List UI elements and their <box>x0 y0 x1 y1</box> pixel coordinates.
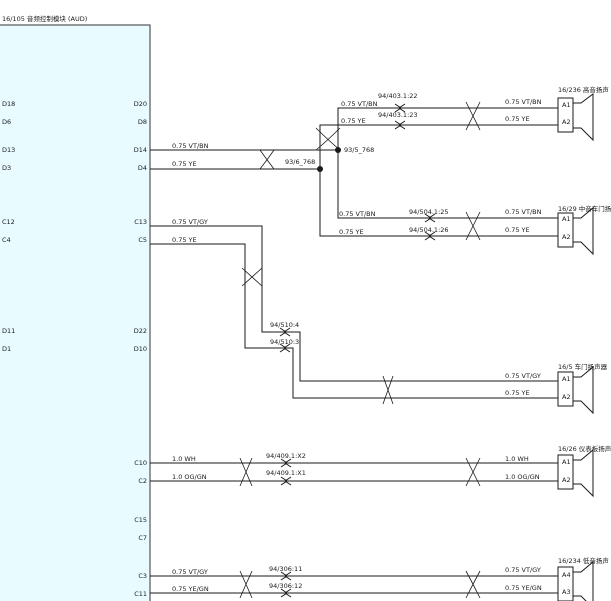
module-pin-left: D1 <box>2 345 11 353</box>
module-pin-left: D18 <box>2 100 15 108</box>
module-pin-right: C13 <box>134 218 147 226</box>
wire-group-dash-speaker <box>150 457 558 487</box>
speaker-pin: A1 <box>562 375 571 383</box>
splice-label: 93/5_768 <box>344 146 374 154</box>
module-pin-left: D11 <box>2 327 15 335</box>
wire-label: 0.75 VT/BN <box>505 208 542 216</box>
wire-label: 0.75 YE <box>341 117 366 125</box>
wire-label: 0.75 VT/BN <box>505 98 542 106</box>
module-title: 16/105 音频控制模块 (AUD) <box>2 14 87 23</box>
connector-label: 94/510:3 <box>270 338 299 346</box>
module-pin-right: D10 <box>134 345 147 353</box>
speaker-pin: A4 <box>562 571 571 579</box>
speaker-pin: A1 <box>562 458 571 466</box>
wire-label: 0.75 VT/GY <box>505 372 541 380</box>
wire-label: 0.75 VT/BN <box>339 210 376 218</box>
speaker-pin: A2 <box>562 393 571 401</box>
connector-label: 94/510:4 <box>270 321 299 329</box>
speaker-title: 16/236 高音扬声 <box>558 85 609 94</box>
wire-label: 0.75 VT/GY <box>172 568 208 576</box>
speaker-dashboard: 16/26 仪表板扬声 A1 A2 <box>557 444 611 498</box>
connector-label: 94/409.1:X1 <box>266 469 306 477</box>
speaker-pin: A2 <box>562 118 571 126</box>
module-pin-right: C2 <box>138 477 147 485</box>
connector-label: 94/306:11 <box>269 565 302 573</box>
wire-label: 1.0 OG/GN <box>505 473 540 481</box>
module-pin-right: C15 <box>134 516 147 524</box>
speaker-title: 16/26 仪表板扬声 <box>558 444 611 453</box>
wire-label: 1.0 WH <box>172 455 196 463</box>
connector-label: 94/403.1:23 <box>378 111 418 119</box>
connector-label: 94/504.1:25 <box>409 208 449 216</box>
module-pin-right: D14 <box>134 146 147 154</box>
wire-label: 0.75 YE <box>505 389 530 397</box>
speaker-pin: A1 <box>562 215 571 223</box>
speaker-pin: A2 <box>562 476 571 484</box>
wire-label: 0.75 YE <box>172 236 197 244</box>
module-pin-left: D13 <box>2 146 15 154</box>
wire-label: 0.75 VT/GY <box>505 566 541 574</box>
module-pin-right: D8 <box>138 118 147 126</box>
wire-label: 0.75 YE <box>505 115 530 123</box>
speaker-door: 16/5 车门扬声器 A1 A2 <box>557 362 608 415</box>
speaker-front-tweeter: 16/236 高音扬声 A1 A2 <box>557 85 609 142</box>
wire-label: 0.75 YE <box>505 226 530 234</box>
wire-group-door-speaker <box>150 225 558 405</box>
wire-group-front-tweeter <box>150 101 558 241</box>
speaker-pin: A1 <box>562 101 571 109</box>
speaker-pin: A3 <box>562 588 571 596</box>
wire-label: 0.75 VT/BN <box>341 100 378 108</box>
connector-label: 94/306:12 <box>269 582 302 590</box>
speaker-subwoofer: 16/234 低音扬声 A4 A3 <box>557 556 609 601</box>
splice-label: 93/6_768 <box>285 158 315 166</box>
wire-label: 0.75 YE/GN <box>505 584 542 592</box>
module-pin-right: C3 <box>138 572 147 580</box>
module-pin-right: C7 <box>138 534 147 542</box>
connector-label: 94/504.1:26 <box>409 226 449 234</box>
wire-label: 0.75 VT/BN <box>172 142 209 150</box>
wire-label: 0.75 YE/GN <box>172 585 209 593</box>
connector-label: 94/409.1:X2 <box>266 452 306 460</box>
audio-control-module <box>0 24 151 601</box>
module-pin-right: D4 <box>138 164 147 172</box>
wire-label: 0.75 VT/GY <box>172 218 208 226</box>
module-pin-left: C12 <box>2 218 15 226</box>
wire-label: 0.75 YE <box>172 160 197 168</box>
module-pin-left: D6 <box>2 118 11 126</box>
wire-label: 1.0 OG/GN <box>172 473 207 481</box>
connector-label: 94/403.1:22 <box>378 92 418 100</box>
module-pin-right: D22 <box>134 327 147 335</box>
speaker-title: 16/5 车门扬声器 <box>558 362 608 371</box>
speaker-pin: A2 <box>562 233 571 241</box>
module-pin-left: D3 <box>2 164 11 172</box>
wire-label: 1.0 WH <box>505 455 529 463</box>
speaker-title: 16/234 低音扬声 <box>558 556 609 565</box>
speaker-door-midrange: 16/29 中音车门扬 A1 A2 <box>557 204 611 256</box>
module-pin-right: D20 <box>134 100 147 108</box>
module-pin-right: C11 <box>134 590 147 598</box>
wire-group-subwoofer <box>150 570 558 599</box>
module-pin-right: C5 <box>138 236 147 244</box>
module-pin-left: C4 <box>2 236 11 244</box>
speaker-title: 16/29 中音车门扬 <box>558 204 611 213</box>
wire-label: 0.75 YE <box>339 228 364 236</box>
module-pin-right: C10 <box>134 459 147 467</box>
